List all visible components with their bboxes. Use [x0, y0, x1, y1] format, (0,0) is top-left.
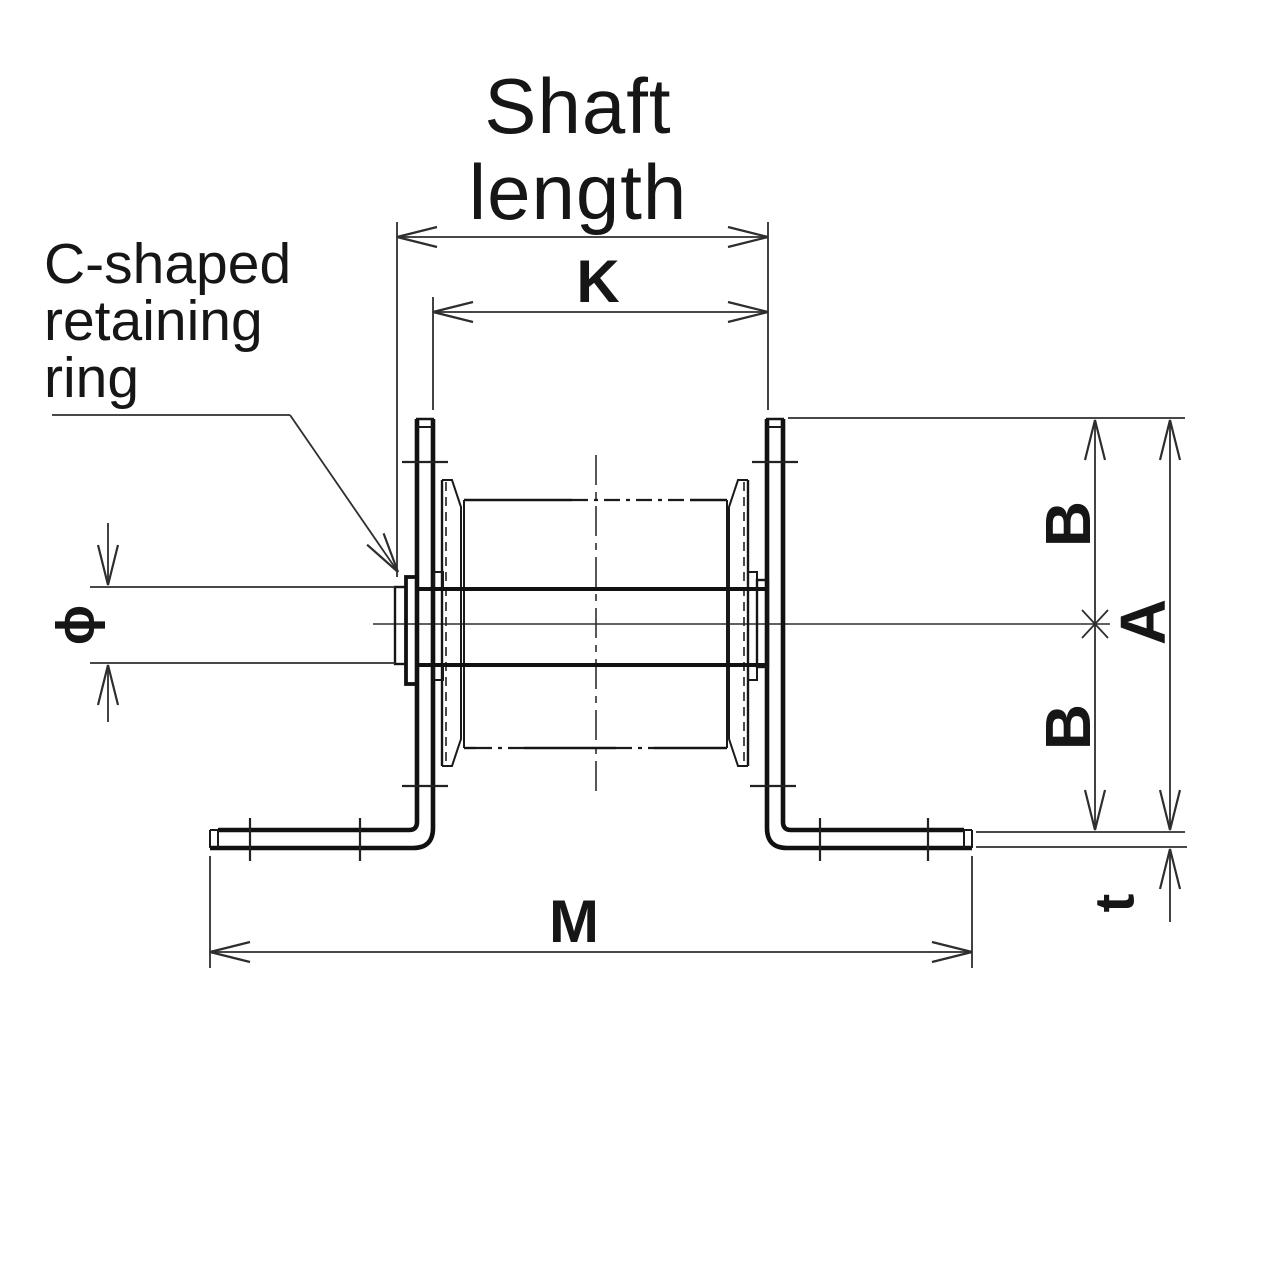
bracket-tick-marks — [248, 460, 930, 861]
right-side-dimensions: B B A t — [788, 417, 1187, 922]
b-lower-label: B — [1032, 704, 1104, 750]
diameter-dimension: ϕ — [46, 523, 395, 722]
left-flange-profile — [442, 479, 462, 767]
t-label: t — [1083, 894, 1146, 913]
retaining-ring-callout: C-shaped retaining ring — [44, 232, 400, 573]
callout-text-line1: C-shaped — [44, 232, 291, 296]
k-dimension: K — [432, 248, 769, 410]
roller — [433, 479, 758, 767]
shaft-right-end — [755, 578, 770, 669]
b-upper-label: B — [1032, 501, 1104, 547]
right-flange — [728, 479, 750, 767]
right-bracket — [764, 417, 973, 851]
right-bracket-outer-edge — [764, 419, 972, 851]
b-dimension: B B — [1032, 419, 1109, 831]
a-dimension: A — [1107, 419, 1182, 831]
shaft-length-label-line1: Shaft — [484, 62, 671, 150]
left-bracket-outer-edge — [210, 419, 436, 851]
k-label: K — [576, 248, 619, 315]
callout-text-line3: ring — [44, 346, 139, 410]
left-bracket-inner-edge — [218, 419, 420, 833]
shaft-length-dimension: Shaft length — [396, 62, 769, 577]
left-flange — [440, 479, 462, 767]
m-dimension: M — [209, 856, 973, 968]
right-hub-boss-top — [747, 571, 758, 589]
a-label: A — [1107, 599, 1179, 645]
shaft — [393, 575, 770, 686]
centerlines — [373, 455, 1110, 792]
right-flange-profile — [728, 479, 748, 767]
callout-text-line2: retaining — [44, 289, 263, 353]
phi-label: ϕ — [46, 605, 106, 645]
shaft-length-label-line2: length — [469, 148, 688, 236]
callout-leader-arrow — [289, 414, 400, 573]
retaining-ring — [404, 575, 419, 686]
b-split-mark-2 — [1081, 609, 1109, 639]
m-label: M — [549, 888, 599, 955]
left-bracket — [209, 417, 436, 851]
right-bracket-inner-edge — [780, 419, 964, 833]
t-dimension: t — [1083, 848, 1182, 922]
